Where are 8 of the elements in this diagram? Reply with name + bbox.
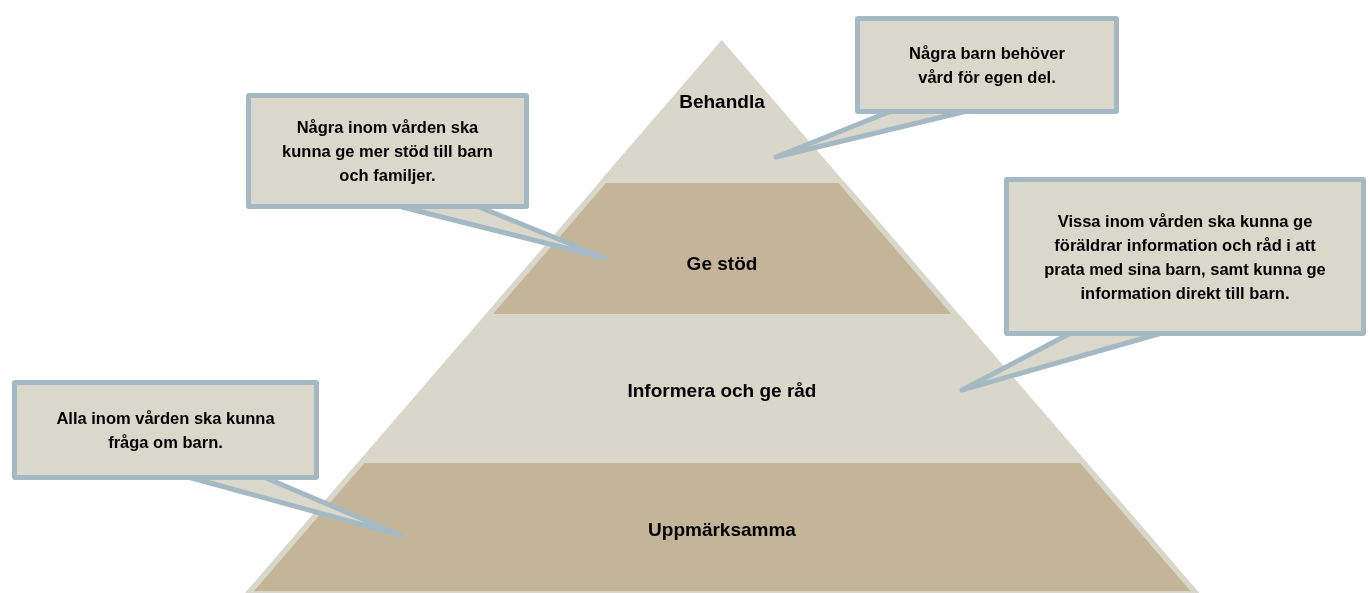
level-label: Ge stöd: [686, 252, 758, 276]
level-label: Behandla: [679, 90, 765, 114]
level-label: Uppmärksamma: [648, 518, 796, 542]
callout-text: Några barn behöver vård för egen del.: [908, 43, 1066, 88]
level-label: Informera och ge råd: [627, 379, 817, 403]
callout-text: Alla inom vården ska kunna fråga om barn.: [55, 408, 276, 453]
callout-text: Några inom vården ska kunna ge mer stöd till barn och familjer.: [281, 117, 494, 186]
callout-text: Vissa inom vården ska kunna ge föräldrar information och råd i att prata med sina barn, samt kunna ge information direkt till barn.: [1043, 210, 1327, 304]
